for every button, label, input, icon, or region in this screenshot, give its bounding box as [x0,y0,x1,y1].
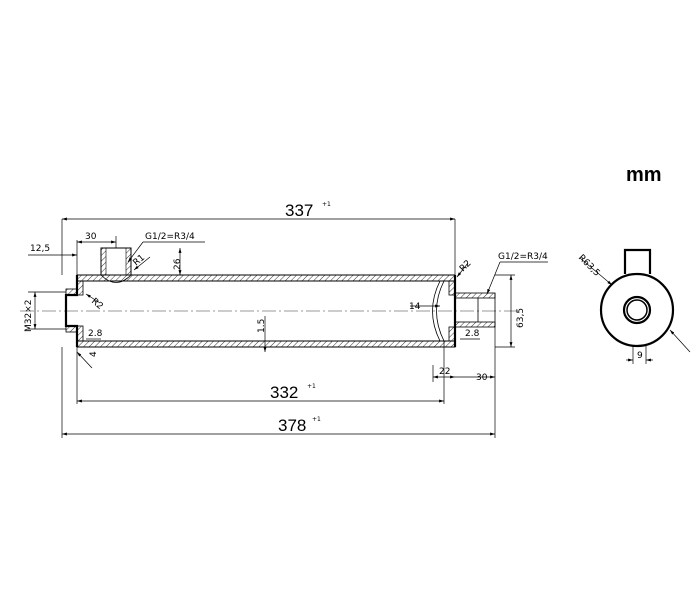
side-width-label: 9 [637,351,643,361]
thread-top-label: G1/2=R3/4 [145,232,195,242]
inlet-thread-label: M32×2 [24,300,34,332]
wall-left-label: 2.8 [88,329,103,339]
dim-337-tol: +1 [322,201,331,208]
wall-right-label: 2.8 [465,329,480,339]
dim-378-tol: +1 [312,416,321,423]
dim-30-right-label: 30 [476,373,488,383]
diameter-label: 63,5 [516,308,526,328]
dim-26: 26 [173,258,183,270]
dim-337: 337 [285,201,313,220]
dimension-texts: 337 +1 332 +1 378 +1 12,5 30 G1/2=R3/4 2… [24,201,548,435]
front-view [20,247,520,348]
radius-r1-label: R1 [132,253,148,268]
radius-r2-left-label: R2 [89,297,105,312]
side-view: R63,5 9 [576,248,691,364]
tube-bottom-wall [76,340,456,348]
baffle [432,280,441,342]
outlet-pipe-top [454,292,496,299]
dim-22-label: 22 [439,367,450,377]
dim-332: 332 [270,383,298,402]
radius-r2-right-label: R2 [458,259,474,275]
dim-378: 378 [278,416,306,435]
dimension-lines [28,217,548,438]
thread-right-label: G1/2=R3/4 [498,252,548,262]
unit-label: mm [626,164,662,186]
step-left-label: 4 [89,351,99,357]
side-inner-circle [622,295,652,325]
baffle-label: 14 [409,302,421,312]
side-radius-label: R63,5 [576,253,602,279]
dim-332-tol: +1 [307,383,316,390]
dim-12-5: 12,5 [30,244,50,254]
side-top-port [623,248,652,274]
wall-center-label: 1.5 [257,319,267,333]
tube-top-wall [76,274,456,282]
dim-30-top: 30 [85,232,97,242]
outlet-pipe-bottom [454,321,496,328]
side-outer-circle [599,272,675,348]
